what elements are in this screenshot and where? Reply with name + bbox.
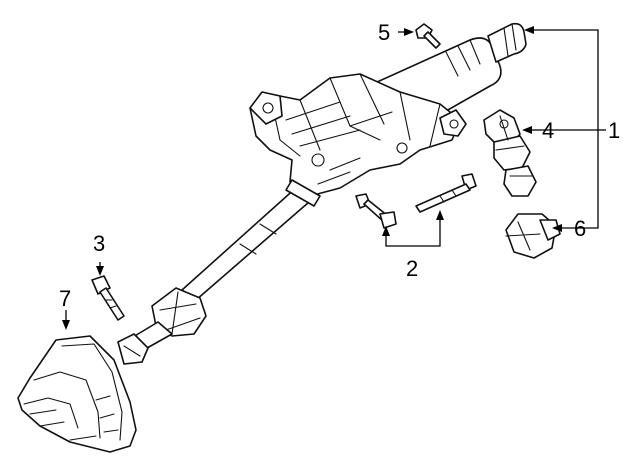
leader-lines — [62, 26, 606, 330]
bolt-part-3 — [91, 275, 125, 321]
cover-boot-part-7 — [17, 335, 137, 453]
column-mount-bracket-left — [249, 91, 283, 125]
callout-1: 1 — [608, 118, 620, 143]
column-shaft-collar — [285, 179, 321, 207]
column-shaft-tip — [487, 22, 527, 63]
column-lower-shaft — [181, 185, 317, 301]
bolts-part-2 — [355, 173, 477, 229]
switch-part-6 — [505, 213, 561, 259]
lock-housing-part-4 — [483, 109, 537, 197]
callout-6: 6 — [574, 216, 586, 241]
callout-5: 5 — [378, 20, 390, 45]
callout-4: 4 — [542, 118, 554, 143]
bolt-part-5 — [415, 23, 441, 49]
steering-column-assembly — [117, 22, 527, 365]
callout-3: 3 — [93, 231, 105, 256]
universal-joint — [151, 287, 207, 337]
shaft-yoke-end — [117, 333, 149, 365]
column-mount-bracket-right — [439, 109, 467, 137]
callout-2: 2 — [406, 256, 418, 281]
callout-7: 7 — [59, 286, 71, 311]
